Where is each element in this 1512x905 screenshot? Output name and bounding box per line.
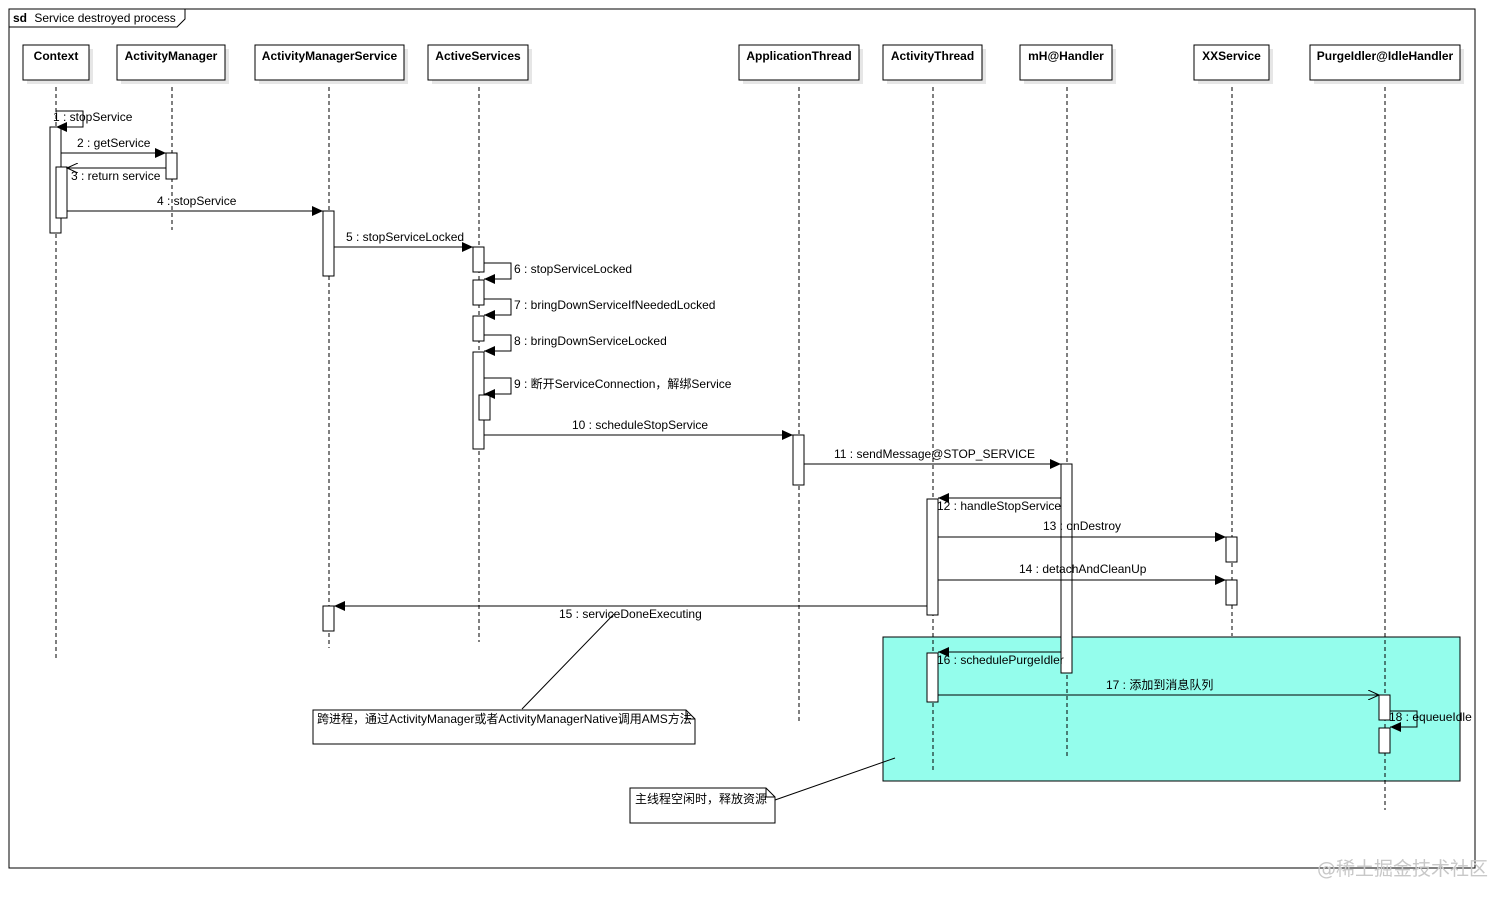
participant-box: ApplicationThread xyxy=(738,44,863,84)
note: 跨进程，通过ActivityManager或者ActivityManagerNa… xyxy=(312,613,696,745)
message: 12 : handleStopService xyxy=(937,493,1061,513)
participant-box: PurgeIdler@IdleHandler xyxy=(1309,44,1464,84)
frame-keyword: sd xyxy=(13,11,27,25)
frame-title: Service destroyed process xyxy=(34,11,175,25)
message-label: 16 : schedulePurgeIdler xyxy=(937,653,1064,667)
participant-box: ActivityManager xyxy=(116,44,229,84)
participant-box: ActivityThread xyxy=(882,44,986,84)
message-label: 10 : scheduleStopService xyxy=(572,418,708,432)
activation-bar xyxy=(478,394,491,421)
message-label: 11 : sendMessage@STOP_SERVICE xyxy=(834,447,1035,461)
participant-name: ActivityManager xyxy=(125,49,218,63)
message-label: 4 : stopService xyxy=(157,194,237,208)
message-label: 2 : getService xyxy=(77,136,151,150)
participant-box: ActiveServices xyxy=(427,44,532,84)
notes: 跨进程，通过ActivityManager或者ActivityManagerNa… xyxy=(312,613,896,824)
message-label: 8 : bringDownServiceLocked xyxy=(514,334,667,348)
message: 18 : equeueIdle xyxy=(1389,710,1472,732)
message-label: 17 : 添加到消息队列 xyxy=(1106,677,1213,692)
message-label: 3 : return service xyxy=(71,169,161,183)
message: 11 : sendMessage@STOP_SERVICE xyxy=(804,447,1061,469)
participant-box: XXService xyxy=(1193,44,1273,84)
note-text: 跨进程，通过ActivityManager或者ActivityManagerNa… xyxy=(317,711,692,726)
note: 主线程空闲时，释放资源 xyxy=(629,757,896,824)
message: 8 : bringDownServiceLocked xyxy=(484,334,667,356)
message-label: 6 : stopServiceLocked xyxy=(514,262,632,276)
participant-box: ActivityManagerService xyxy=(254,44,408,84)
activation-bar xyxy=(1060,463,1073,674)
activation-bar xyxy=(1378,694,1391,721)
message: 3 : return service xyxy=(67,168,166,183)
message: 6 : stopServiceLocked xyxy=(484,262,632,284)
message: 7 : bringDownServiceIfNeededLocked xyxy=(484,298,715,320)
participant-name: XXService xyxy=(1202,49,1261,63)
message: 13 : onDestroy xyxy=(938,519,1226,542)
activation-bar xyxy=(792,434,805,486)
activation-bar xyxy=(322,210,335,277)
activation-bar xyxy=(322,605,335,632)
message: 15 : serviceDoneExecuting xyxy=(334,601,927,621)
activation-bar xyxy=(1225,536,1238,563)
message: 2 : getService xyxy=(61,136,166,158)
message: 14 : detachAndCleanUp xyxy=(938,562,1226,585)
participant-name: mH@Handler xyxy=(1028,49,1104,63)
activation-bar xyxy=(1225,579,1238,606)
participant-heads: Context ActivityManager ActivityManagerSer… xyxy=(22,44,1464,84)
message: 9 : 断开ServiceConnection，解绑Service xyxy=(484,376,732,399)
participant-name: PurgeIdler@IdleHandler xyxy=(1317,49,1454,63)
activation-bar xyxy=(55,166,68,219)
participant-box: mH@Handler xyxy=(1019,44,1116,84)
participant-name: ApplicationThread xyxy=(746,49,851,63)
message: 10 : scheduleStopService xyxy=(484,418,793,440)
activations xyxy=(49,126,1391,754)
activation-bar xyxy=(472,315,485,342)
message-label: 5 : stopServiceLocked xyxy=(346,230,464,244)
message-label: 12 : handleStopService xyxy=(937,499,1061,513)
note-text: 主线程空闲时，释放资源 xyxy=(635,791,767,806)
activation-bar xyxy=(165,152,178,180)
message-label: 13 : onDestroy xyxy=(1043,519,1121,533)
participant-name: Context xyxy=(34,49,79,63)
activation-bar xyxy=(926,498,939,616)
message: 16 : schedulePurgeIdler xyxy=(937,647,1064,667)
message-label: 14 : detachAndCleanUp xyxy=(1019,562,1147,576)
message-label: 9 : 断开ServiceConnection，解绑Service xyxy=(514,376,732,391)
message: 1 : stopService xyxy=(53,110,133,132)
message-label: 18 : equeueIdle xyxy=(1389,710,1472,724)
participant-name: ActivityThread xyxy=(891,49,974,63)
messages: 1 : stopService 2 : getService 3 : return … xyxy=(53,110,1472,732)
message-label: 7 : bringDownServiceIfNeededLocked xyxy=(514,298,715,312)
message: 17 : 添加到消息队列 xyxy=(938,677,1379,695)
message-label: 15 : serviceDoneExecuting xyxy=(559,607,702,621)
participant-box: Context xyxy=(22,44,93,84)
activation-bar xyxy=(472,246,485,273)
activation-bar xyxy=(472,279,485,306)
participant-name: ActiveServices xyxy=(435,49,521,63)
activation-bar xyxy=(1378,727,1391,754)
message: 4 : stopService xyxy=(67,194,323,216)
highlight-region xyxy=(882,636,1461,782)
watermark: @稀土掘金技术社区 xyxy=(1316,858,1488,880)
frame: sd Service destroyed process xyxy=(8,8,1476,869)
participant-name: ActivityManagerService xyxy=(262,49,398,63)
activation-bar xyxy=(926,652,939,703)
svg-text:sd Service destroyed pro: sd Service destroyed process xyxy=(13,11,176,25)
message-label: 1 : stopService xyxy=(53,110,133,124)
message: 5 : stopServiceLocked xyxy=(334,230,473,252)
